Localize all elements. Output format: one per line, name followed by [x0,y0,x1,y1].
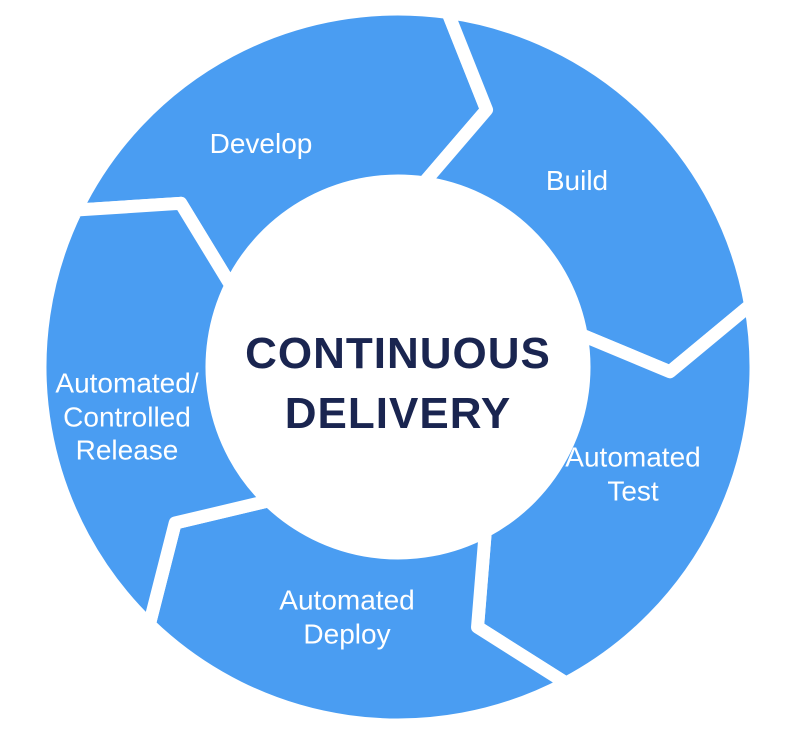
ring-segment-automated-controlled-release [33,196,276,632]
center-title-line1: CONTINUOUS [245,329,551,379]
ring-segment-develop [69,2,494,292]
center-title: CONTINUOUS DELIVERY [245,324,551,444]
ring-segment-automated-test [471,298,763,690]
center-title-line2: DELIVERY [284,389,512,438]
ring-segment-build [417,5,758,379]
ring-segment-automated-deploy [142,494,573,732]
